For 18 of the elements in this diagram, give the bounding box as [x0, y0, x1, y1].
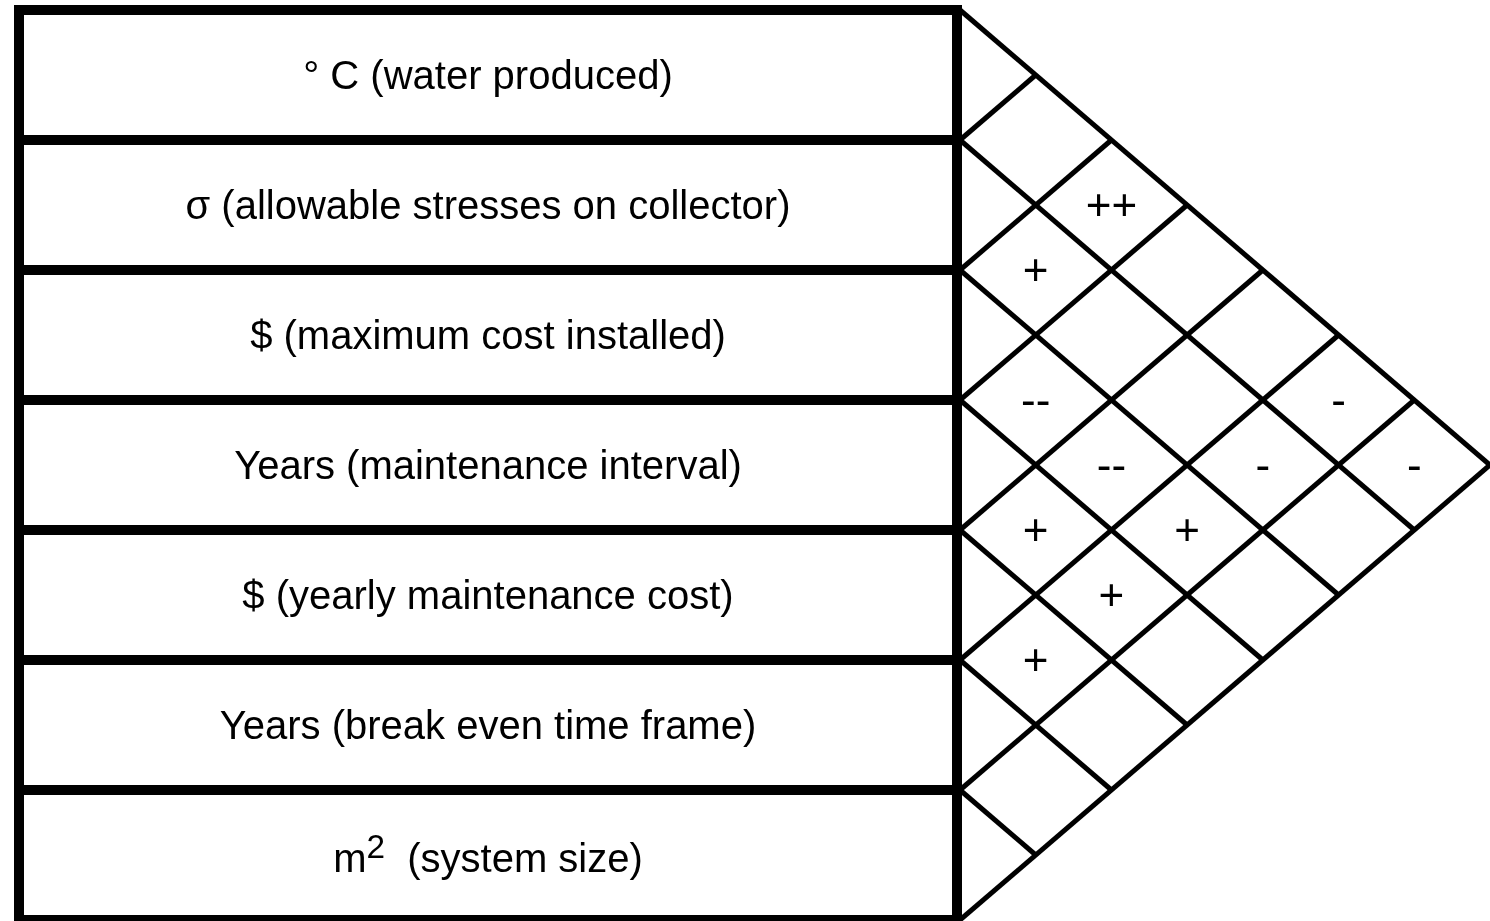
correlation-symbol: +	[1098, 573, 1125, 617]
correlation-symbol: +	[1022, 638, 1049, 682]
correlation-symbol: +	[1022, 248, 1049, 292]
correlation-symbol: -	[1406, 443, 1422, 487]
requirement-text: σ (allowable stresses on collector)	[185, 182, 791, 228]
correlation-symbol: --	[1096, 443, 1127, 487]
requirement-text: ° C (water produced)	[303, 52, 673, 98]
correlation-symbol: -	[1331, 378, 1346, 422]
correlation-symbol: +	[1022, 508, 1049, 552]
correlation-symbol: -	[1255, 443, 1271, 487]
correlation-symbol: ++	[1085, 183, 1138, 227]
requirement-text: $ (yearly maintenance cost)	[242, 572, 734, 618]
requirement-text: m$^{2}$ (system size)	[333, 828, 643, 882]
requirement-text: $ (maximum cost installed)	[250, 312, 726, 358]
correlation-symbol: +	[1174, 508, 1200, 552]
requirement-text: Years (maintenance interval)	[234, 442, 742, 488]
requirement-text: Years (break even time frame)	[219, 702, 757, 748]
correlation-symbol: --	[1021, 378, 1051, 422]
